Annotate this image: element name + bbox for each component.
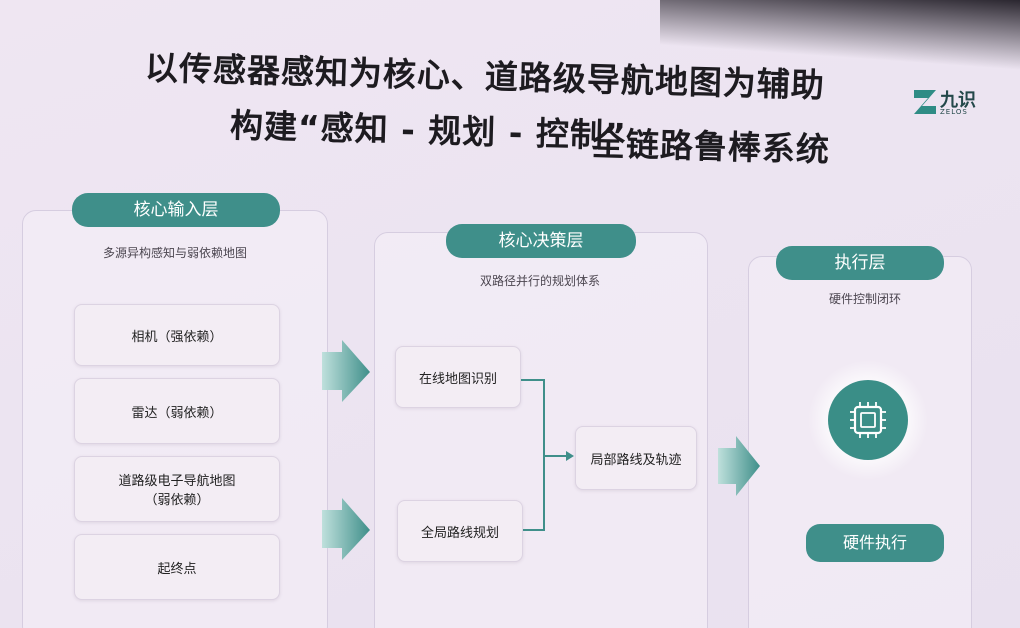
input-layer-title: 核心输入层 [72,193,280,227]
arrow-right-icon [322,340,370,402]
exec-layer-subtitle: 硬件控制闭环 [828,292,901,306]
arrow-right-icon [718,436,760,496]
local-route-label: 局部路线及轨迹 [590,452,682,468]
input-item-nav-map: 道路级电子导航地图 （弱依赖） [74,456,280,522]
global-route-label: 全局路线规划 [420,525,499,541]
logo-subtext: ZELOS [940,108,968,116]
connector-lines [521,379,574,531]
input-item-label: 雷达（弱依赖） [131,405,223,421]
exec-layer-title: 执行层 [776,246,944,280]
input-item-label-2: （弱依赖） [144,493,210,508]
decision-layer-title: 核心决策层 [446,224,636,258]
chip-icon [808,360,928,480]
input-item-start-end: 起终点 [74,534,280,600]
input-item-label: 起终点 [157,561,197,577]
input-item-label: 相机（强依赖） [131,329,223,345]
logo-text: 九识 [940,90,976,111]
local-route-card: 局部路线及轨迹 [575,426,697,490]
decision-layer-subtitle: 双路径并行的规划体系 [479,274,600,288]
input-item-radar: 雷达（弱依赖） [74,378,280,444]
z-logo-icon [914,90,936,114]
global-route-card: 全局路线规划 [397,500,523,562]
input-layer-subtitle: 多源异构感知与弱依赖地图 [102,246,247,260]
input-item-camera: 相机（强依赖） [74,304,280,366]
arrow-right-icon [322,498,370,560]
hardware-exec-button: 硬件执行 [806,524,944,562]
online-map-card: 在线地图识别 [395,346,521,408]
online-map-label: 在线地图识别 [418,371,497,387]
input-item-label: 道路级电子导航地图 [118,474,236,489]
